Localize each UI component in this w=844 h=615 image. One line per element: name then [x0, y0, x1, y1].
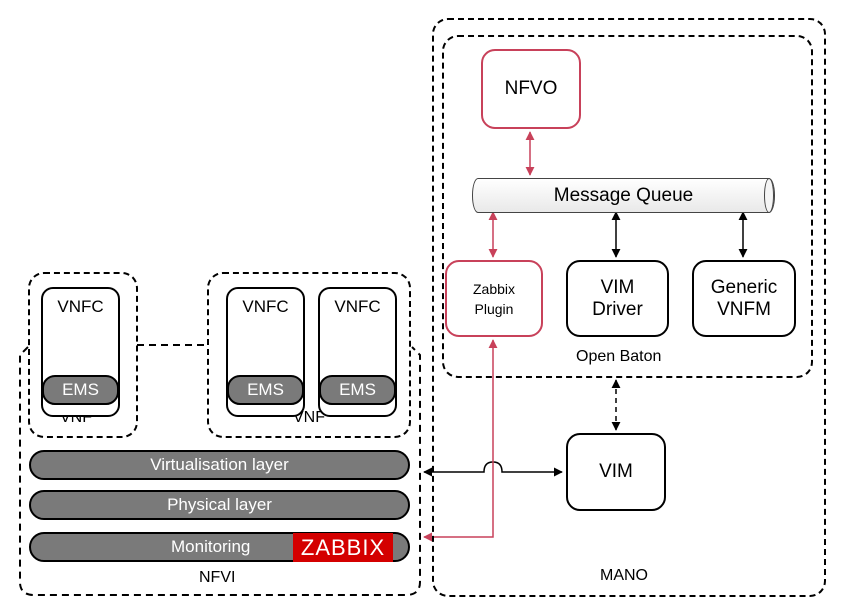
- vim-driver-label: VIM Driver: [592, 276, 643, 320]
- ems-1-label: EMS: [62, 380, 99, 399]
- nfvo-node[interactable]: NFVO: [481, 49, 581, 129]
- open-baton-region: [442, 35, 813, 378]
- mano-region: [432, 18, 826, 597]
- message-queue-label: Message Queue: [553, 184, 694, 206]
- vnfc-2-label: VNFC: [242, 297, 289, 316]
- ems-3-label: EMS: [339, 380, 376, 399]
- generic-vnfm-label: Generic VNFM: [710, 276, 778, 320]
- generic-vnfm-node[interactable]: Generic VNFM: [692, 260, 796, 337]
- virtualisation-layer-label: Virtualisation layer: [150, 455, 289, 474]
- message-queue[interactable]: Message Queue: [472, 178, 775, 213]
- vim-label: VIM: [599, 461, 633, 482]
- vim-node[interactable]: VIM: [566, 433, 666, 511]
- vnf-group-1: [28, 272, 138, 438]
- vim-driver-node[interactable]: VIM Driver: [566, 260, 669, 337]
- vnf-group-2: [207, 272, 411, 438]
- ems-3[interactable]: EMS: [319, 375, 396, 405]
- nfvi-label: NFVI: [199, 569, 236, 586]
- nfvo-label: NFVO: [504, 78, 558, 99]
- physical-layer[interactable]: Physical layer: [29, 490, 410, 520]
- zabbix-plugin-label: Zabbix Plugin: [472, 280, 516, 317]
- nfvi-region: [19, 346, 421, 596]
- message-queue-cap: [764, 178, 774, 213]
- monitoring-layer-label: Monitoring: [171, 537, 251, 556]
- zabbix-logo: ZABBIX: [293, 533, 393, 562]
- vnfc-3-label: VNFC: [334, 297, 381, 316]
- physical-layer-label: Physical layer: [167, 495, 272, 514]
- vnfc-1-label: VNFC: [57, 297, 104, 316]
- ems-1[interactable]: EMS: [42, 375, 119, 405]
- ems-2-label: EMS: [247, 380, 284, 399]
- monitoring-zabbix-arrow: [423, 339, 498, 542]
- zabbix-plugin-node[interactable]: Zabbix Plugin: [445, 260, 543, 337]
- open-baton-label: Open Baton: [576, 348, 662, 365]
- virtualisation-layer[interactable]: Virtualisation layer: [29, 450, 410, 480]
- ems-2[interactable]: EMS: [227, 375, 304, 405]
- mano-label: MANO: [600, 567, 648, 584]
